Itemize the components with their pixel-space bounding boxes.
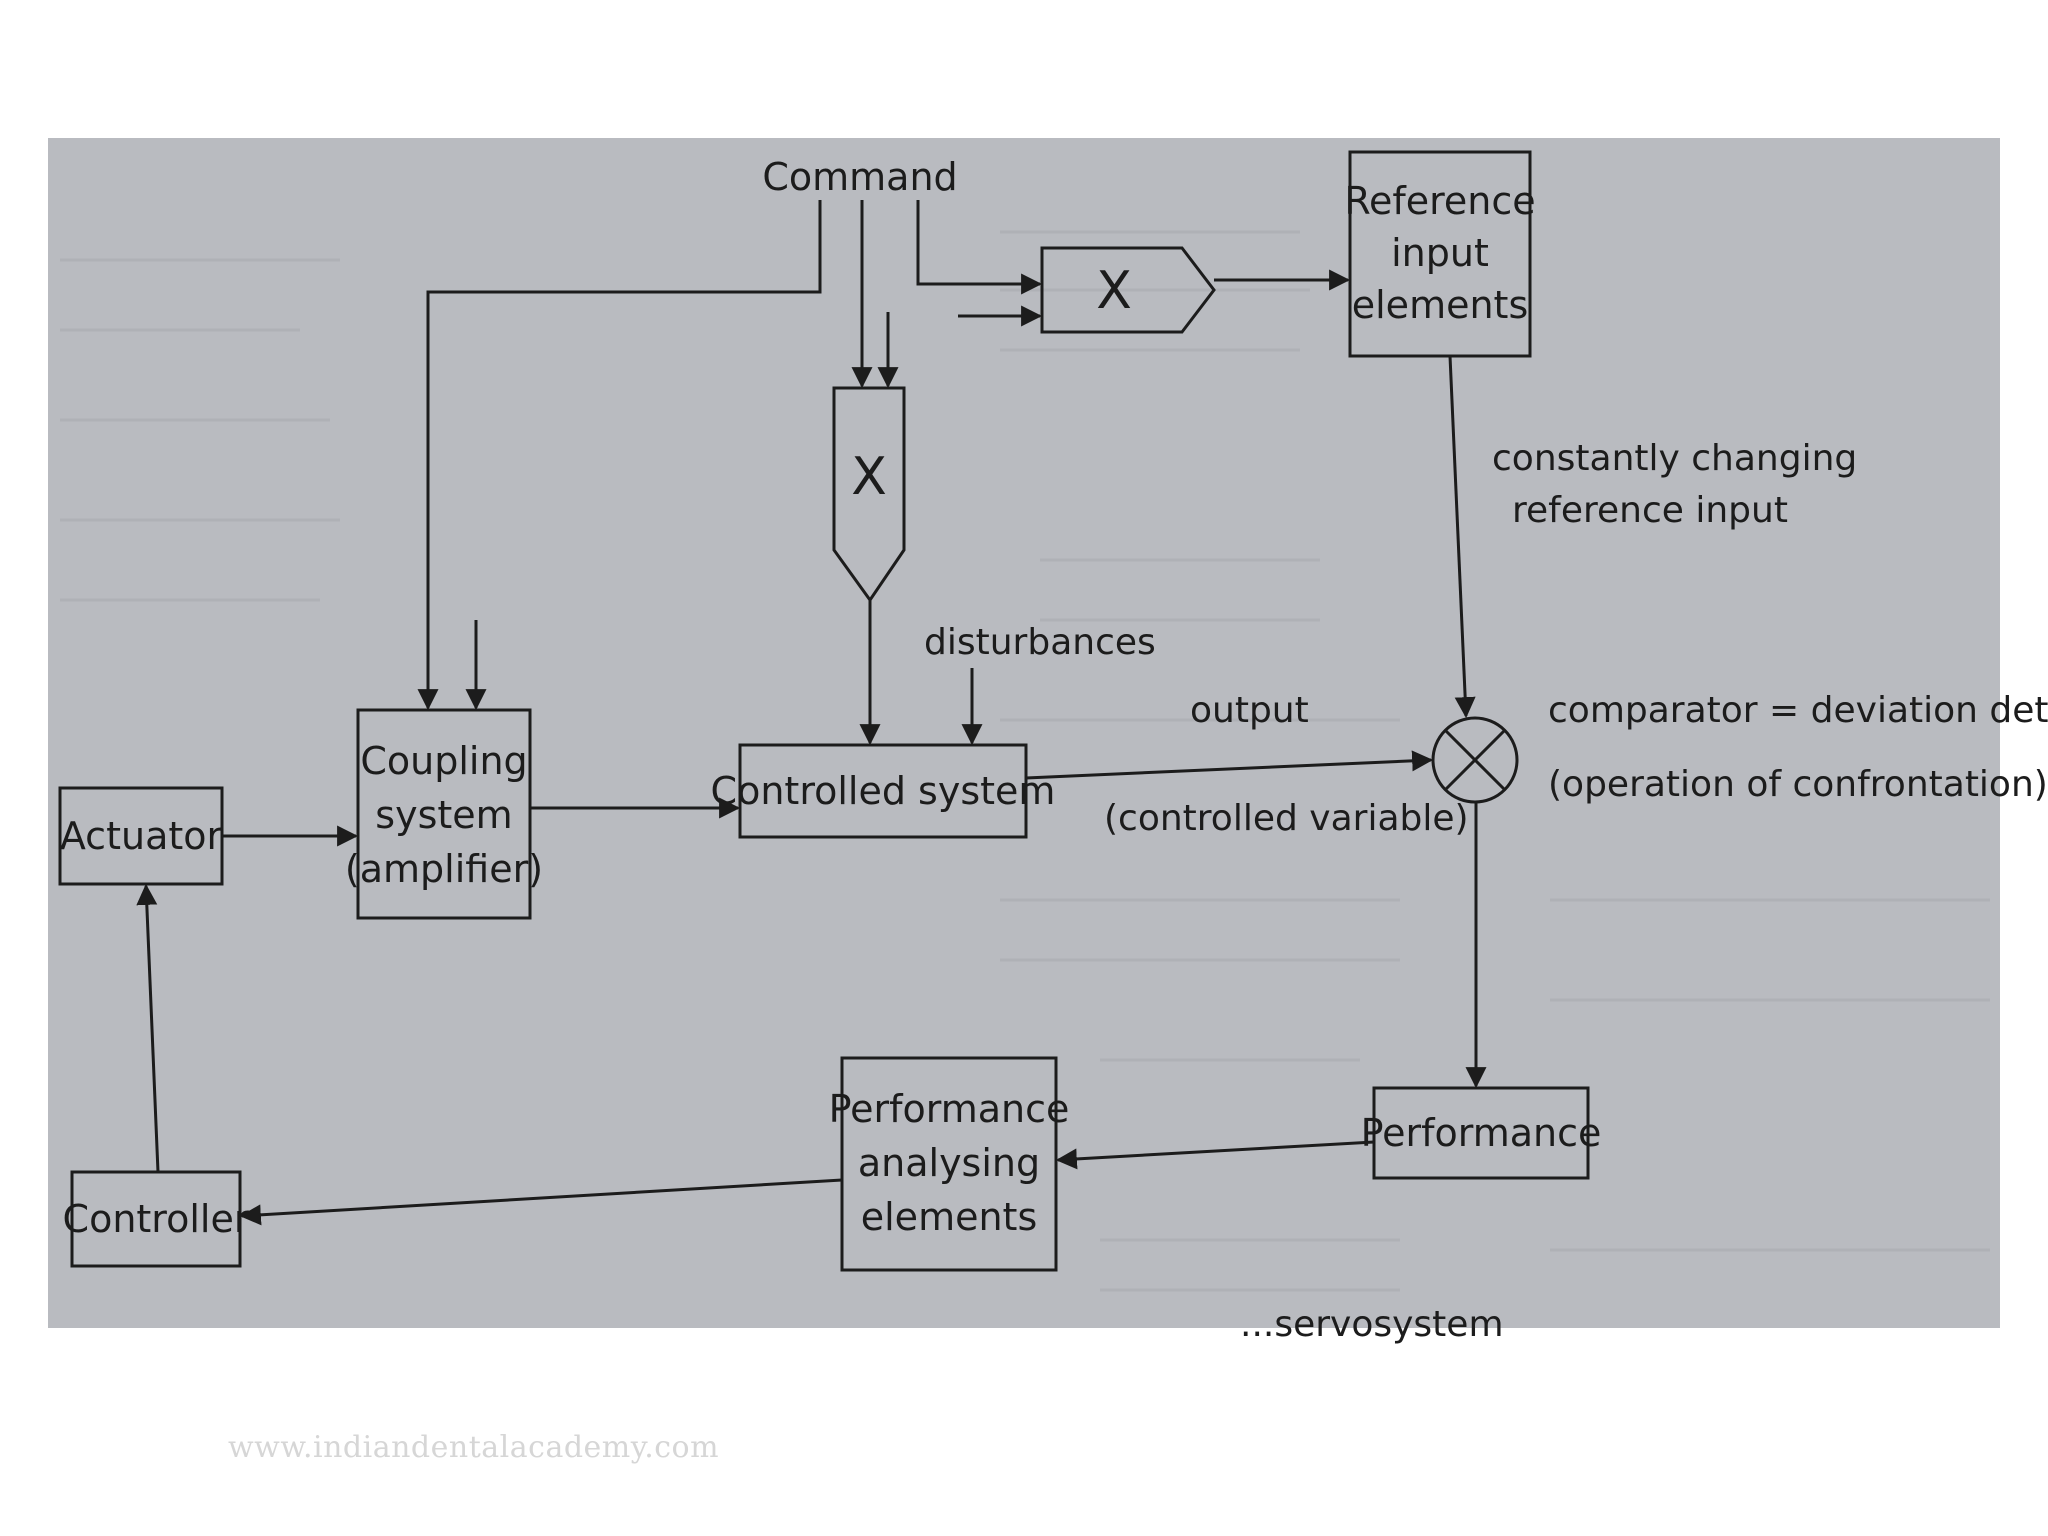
performance-to-analysing-arrow: [1055, 1140, 1375, 1170]
performance-analysing-label-line-1: Performance: [829, 1087, 1070, 1131]
coupling-label-line-1: Coupling: [360, 739, 527, 783]
performance-analysing-label-line-2: analysing: [858, 1141, 1040, 1185]
reference-to-comparator-arrow: [1448, 355, 1476, 719]
controlled-variable-label: (controlled variable): [1104, 798, 1469, 839]
constantly-changing-label-line-2: reference input: [1512, 490, 1788, 531]
controlled-system-box: [738, 743, 1028, 839]
output-to-comparator-arrow: [1025, 750, 1434, 780]
comparator-label-line-2: (operation of confrontation): [1548, 764, 2048, 805]
output-label: output: [1190, 690, 1309, 731]
reference-label-line-3: elements: [1352, 283, 1529, 327]
reference-label-line-1: Reference: [1344, 179, 1535, 223]
performance-label: Performance: [1361, 1111, 1602, 1155]
reference-input-box: [1348, 150, 1532, 358]
bleed-through-lines: [60, 230, 1990, 1292]
command-to-coupling-arrow: [417, 200, 822, 711]
controller-label: Controller: [63, 1197, 250, 1241]
multiplier-mid-label: X: [851, 447, 887, 507]
disturbances-label: disturbances: [924, 622, 1156, 663]
analysing-to-controller-arrow: [239, 1178, 843, 1226]
coupling-system-box: [356, 708, 532, 920]
constantly-changing-label-line-1: constantly changing: [1492, 438, 1857, 479]
reference-label-line-2: input: [1391, 231, 1489, 275]
command-to-multiplier-top-arrow: [916, 200, 1043, 295]
controlled-system-label: Controlled system: [711, 769, 1056, 813]
performance-analysing-label-line-3: elements: [861, 1195, 1038, 1239]
coupling-label-line-2: system: [375, 793, 512, 837]
controller-to-actuator-arrow: [136, 883, 160, 1173]
comparator-label-line-1: comparator = deviation detector: [1548, 690, 2048, 731]
caption-fragment: ...servosystem: [1240, 1304, 1504, 1345]
photo-background: [48, 138, 2000, 1328]
command-label: Command: [762, 155, 957, 199]
watermark-text: www.indiandentalacademy.com: [228, 1430, 720, 1465]
multiplier-top-label: X: [1096, 261, 1132, 321]
coupling-label-line-3: (amplifier): [345, 847, 543, 891]
actuator-label: Actuator: [60, 814, 223, 858]
